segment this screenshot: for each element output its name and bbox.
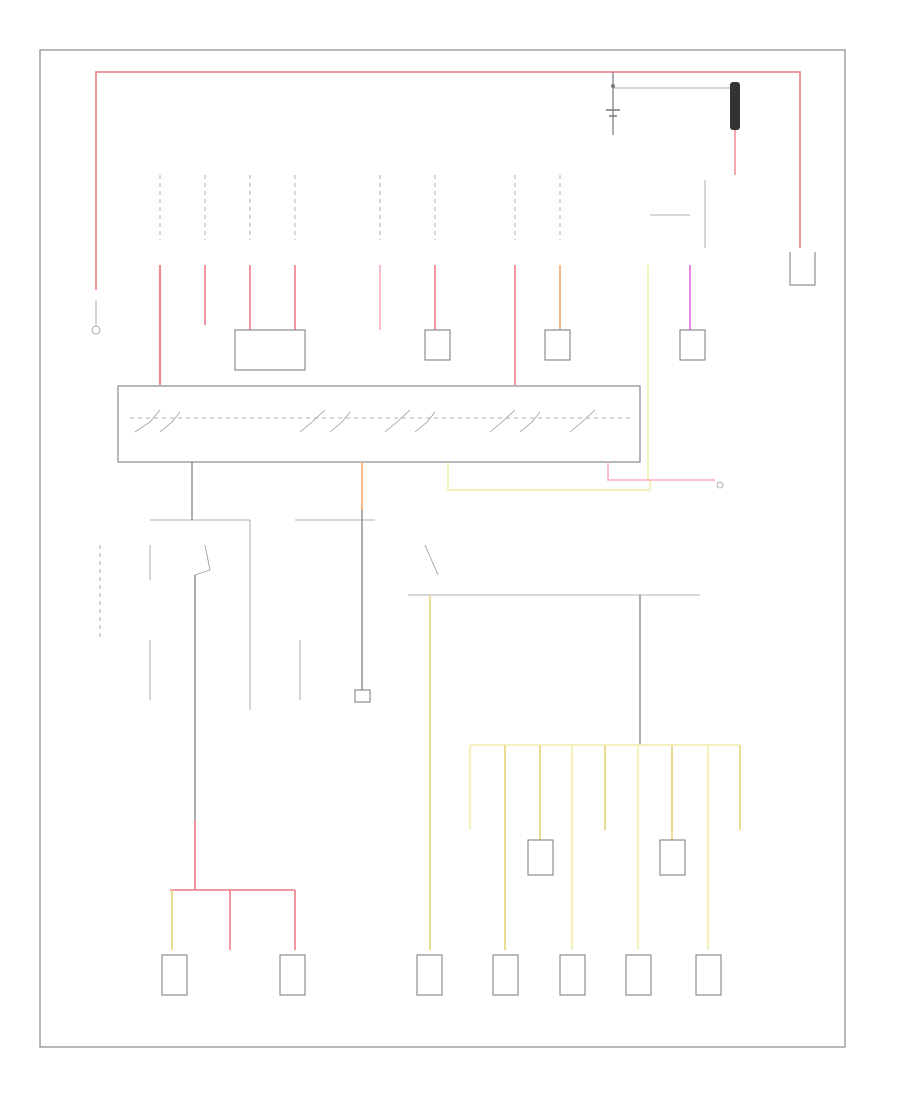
lower-left-distribution: [161, 820, 306, 996]
starter-box: [789, 252, 816, 286]
right-bus-distribution: [429, 595, 741, 950]
underhood-fuse-block: [159, 175, 706, 248]
ignition-switch: [117, 385, 641, 463]
diagram-frame: [39, 49, 846, 1048]
top-device-boxes: [234, 329, 706, 371]
lower-device-boxes: [416, 839, 722, 996]
ground-icon: [91, 300, 101, 335]
left-column-switches: [99, 510, 439, 890]
fusible-link: [730, 82, 740, 175]
fused-output-wires: [158, 265, 691, 480]
battery-feed-wires: [95, 71, 801, 290]
ignition-output-wires: [191, 462, 724, 520]
splice-bars: [150, 519, 700, 596]
battery-icon: [606, 84, 620, 117]
